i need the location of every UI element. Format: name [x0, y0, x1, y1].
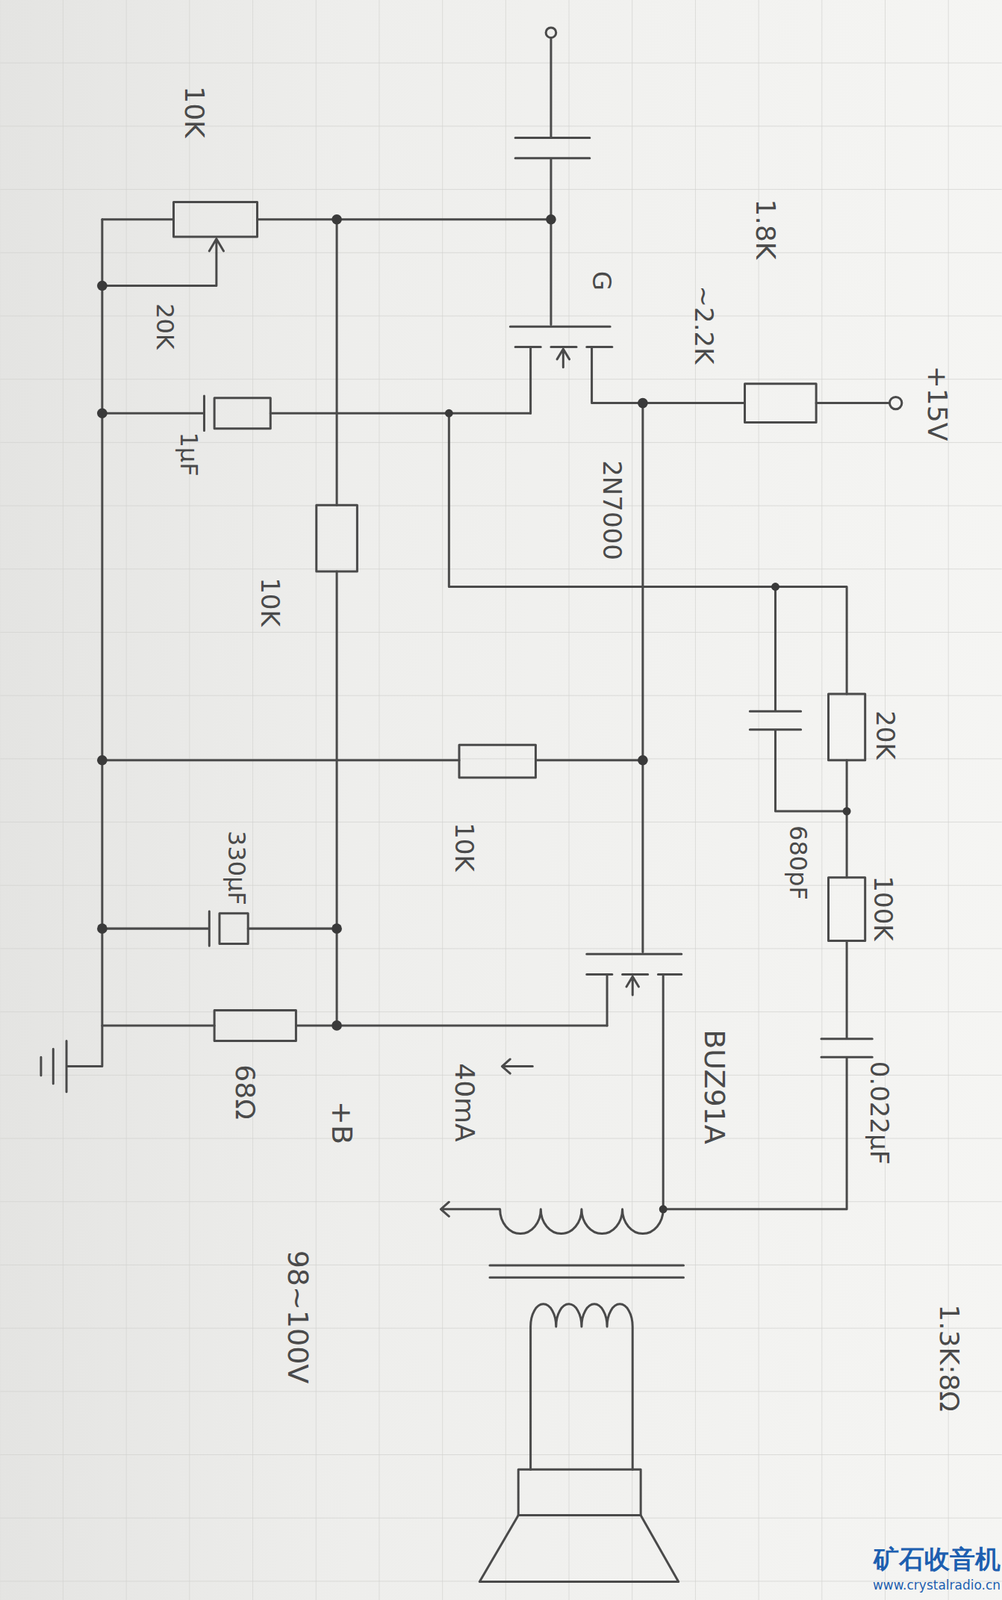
supply-name: +B: [327, 1100, 357, 1144]
resistor-symbol: [316, 504, 358, 572]
supply-voltage: +15V: [923, 365, 951, 441]
wire: [102, 218, 552, 221]
resistor-value: 10K: [180, 86, 208, 139]
speaker-cone: [479, 1514, 678, 1582]
wire: [102, 1023, 608, 1026]
part-name: 2N7000: [599, 460, 625, 561]
mosfet-symbol: [586, 953, 682, 1209]
wire: [641, 403, 644, 952]
input-capacitor: [515, 38, 590, 325]
resistor-value: 100K: [870, 875, 896, 941]
watermark: 矿石收音机: [873, 1545, 1001, 1571]
resistor-value: 1.8K: [751, 199, 779, 260]
transformer-secondary: [530, 1303, 634, 1469]
resistor-value: 20K: [153, 303, 177, 350]
transformer-primary: [440, 1201, 664, 1233]
wire: [335, 219, 339, 1026]
wire: [102, 910, 337, 946]
input-terminal: [545, 27, 557, 39]
resistor-symbol: [828, 693, 866, 761]
supply-terminal: [889, 396, 902, 409]
resistor-symbol: [828, 877, 866, 941]
feedback-network: [448, 412, 873, 1209]
capacitor-value: 1μF: [176, 432, 201, 477]
resistor-value: 10K: [451, 822, 478, 872]
pot-wiper: [102, 238, 224, 286]
wire: [102, 395, 531, 431]
part-name: BUZ91A: [700, 1029, 729, 1145]
capacitor-symbol: [219, 913, 248, 944]
pin-name: G: [589, 271, 615, 291]
junction-dots: [97, 214, 852, 1213]
resistor-symbol: [214, 1009, 296, 1041]
wires: [41, 27, 902, 1582]
watermark: www.crystalradio.cn: [872, 1578, 1001, 1592]
transformer-ratio: 1.3K:8Ω: [935, 1303, 963, 1411]
potentiometer-symbol: [173, 201, 257, 236]
transformer-core: [489, 1264, 684, 1277]
mosfet-symbol: [509, 326, 643, 413]
supply-voltage: 98~100V: [283, 1249, 313, 1384]
resistor-value: 20K: [872, 710, 899, 760]
ground-rail: [41, 219, 103, 1092]
resistor-symbol: [744, 383, 817, 423]
resistor-value: ~2.2K: [691, 285, 717, 364]
wire: [642, 401, 891, 404]
capacitor-value: 680pF: [786, 825, 811, 900]
speaker-symbol: [518, 1468, 641, 1515]
resistor-symbol: [459, 744, 536, 778]
capacitor-value: 330μF: [224, 830, 249, 905]
capacitor-symbol: [214, 397, 271, 429]
resistor-value: 10K: [257, 577, 283, 628]
current-note: 40mA: [450, 1062, 478, 1142]
resistor-value: 68Ω: [231, 1064, 259, 1120]
current-arrow: [501, 1058, 533, 1073]
wire: [102, 758, 643, 761]
capacitor-value: 0.022μF: [866, 1060, 893, 1165]
